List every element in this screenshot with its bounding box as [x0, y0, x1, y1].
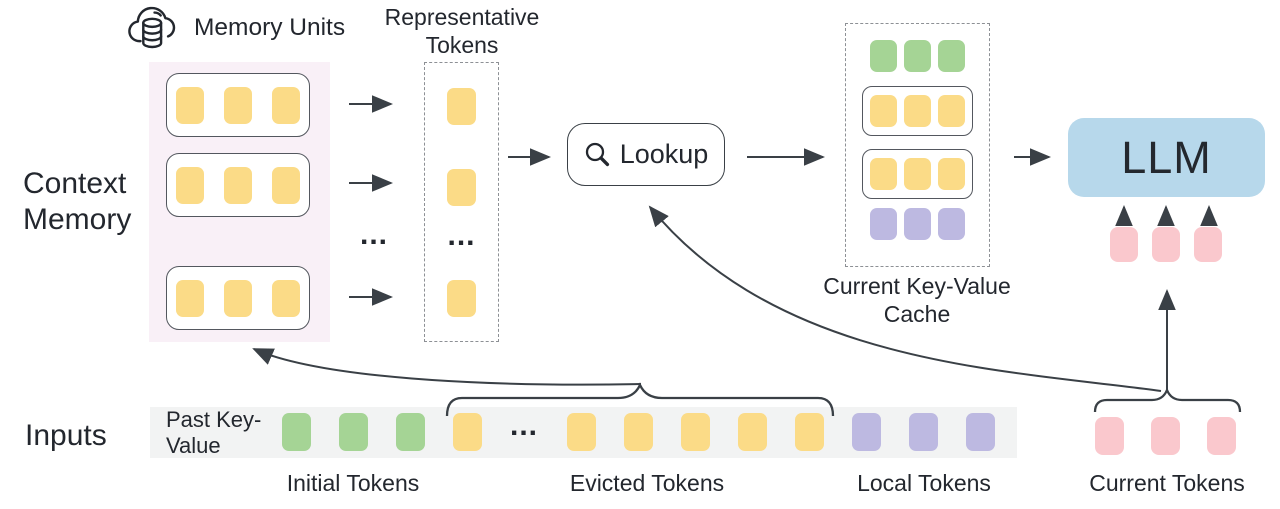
lookup-label: Lookup [619, 139, 709, 169]
token [224, 86, 252, 124]
representative-tokens-title: Representative Tokens [384, 4, 540, 58]
current-kv-cache-label: Current Key-Value Cache [823, 273, 1011, 327]
token [396, 413, 425, 451]
strip-ellipsis: ... [509, 409, 539, 442]
token [904, 208, 931, 240]
token [870, 40, 897, 72]
memory-units-label: Memory Units [194, 14, 346, 41]
token [447, 88, 476, 125]
cache-row [870, 208, 965, 240]
past-kv-strip: Past Key-Value ... [150, 407, 1017, 458]
current-kv-cache-box [845, 23, 990, 267]
token [681, 413, 710, 451]
token [909, 413, 938, 451]
token [852, 413, 881, 451]
token [966, 413, 995, 451]
token [447, 280, 476, 317]
context-memory-panel: ... [149, 62, 330, 342]
search-icon [585, 142, 609, 167]
token [453, 413, 482, 451]
cloud-database-icon [128, 6, 176, 49]
cache-row [870, 40, 965, 72]
llm-box: LLM [1068, 118, 1265, 197]
past-kv-label: Past Key-Value [166, 406, 262, 458]
memory-units-title: Memory Units [126, 2, 345, 54]
token [272, 279, 300, 317]
between-panels-ellipsis: ... [359, 218, 389, 251]
label-current-tokens: Current Tokens [1089, 470, 1245, 496]
token [339, 413, 368, 451]
token [224, 166, 252, 204]
token [938, 40, 965, 72]
token [904, 158, 931, 190]
token [904, 40, 931, 72]
context-memory-label: Context Memory [23, 167, 132, 236]
token [904, 95, 931, 127]
token [938, 208, 965, 240]
lookup-button[interactable]: Lookup [567, 123, 725, 186]
arrow-evicted-to-memory [252, 348, 642, 386]
token [1194, 227, 1222, 262]
token [870, 208, 897, 240]
token [224, 279, 252, 317]
memory-unit-2 [166, 153, 310, 217]
cache-row [862, 149, 973, 199]
token [282, 413, 311, 451]
token [447, 169, 476, 206]
token [938, 158, 965, 190]
token [870, 95, 897, 127]
token [176, 86, 204, 124]
token [1095, 417, 1124, 455]
llm-input-tokens [1110, 227, 1222, 262]
token [795, 413, 824, 451]
token [1207, 417, 1236, 455]
brace-current-tokens [1093, 386, 1242, 413]
token [1152, 227, 1180, 262]
memory-unit-3 [166, 266, 310, 330]
token [738, 413, 767, 451]
representative-tokens-box: ... [424, 62, 499, 342]
token [176, 166, 204, 204]
token [1110, 227, 1138, 262]
llm-label: LLM [1121, 131, 1212, 183]
token [272, 166, 300, 204]
token [176, 279, 204, 317]
representative-ellipsis: ... [447, 219, 476, 252]
token [272, 86, 300, 124]
label-local-tokens: Local Tokens [857, 470, 991, 496]
token [870, 158, 897, 190]
label-initial-tokens: Initial Tokens [286, 470, 420, 496]
token [624, 413, 653, 451]
token [1151, 417, 1180, 455]
cache-row [862, 86, 973, 136]
memory-unit-1 [166, 73, 310, 137]
inputs-label: Inputs [25, 419, 107, 452]
label-evicted-tokens: Evicted Tokens [569, 470, 725, 496]
current-tokens-group [1095, 417, 1236, 455]
token [938, 95, 965, 127]
token [567, 413, 596, 451]
